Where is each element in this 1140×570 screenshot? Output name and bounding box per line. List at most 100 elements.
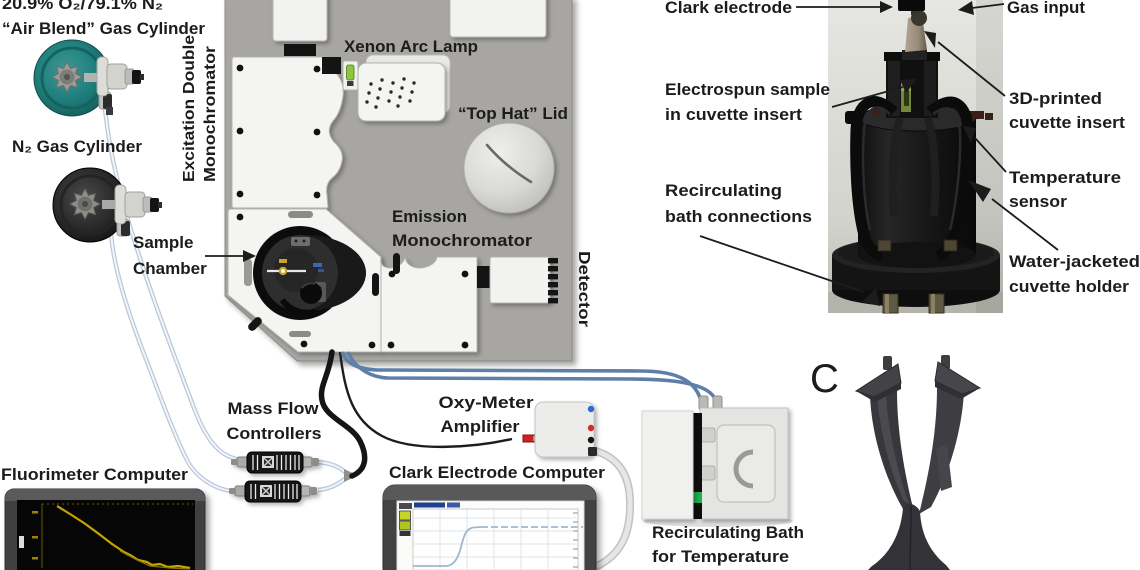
label-bath-line1: Recirculating Bath [652,523,804,542]
amplifier-output-port [588,447,597,456]
lid-slot [485,143,533,184]
entrance-port-box [272,0,328,42]
chamfer-slot [248,317,262,331]
air-blend-gas-cylinder [33,39,144,117]
sample-chamber [253,226,367,320]
arrow-clark-electrode [796,1,893,13]
amplifier-body [534,401,595,458]
emission-slot [393,253,400,274]
label-clark-electrode: Clark electrode [665,0,792,17]
label-sample-chamber-line1: Sample [133,233,193,252]
detector-box [489,256,551,304]
label-water-jacketed-line1: Water-jacketed [1009,252,1140,271]
label-fluorimeter-computer: Fluorimeter Computer [1,465,188,484]
label-mass-flow-line1: Mass Flow [228,399,320,418]
label-emission-line2: Monochromator [392,232,533,250]
emission-monochromator-housing [380,256,478,353]
chamber-clip-right [372,273,379,296]
water-jacket-tubes [340,351,718,402]
lamp-coupler [322,57,341,74]
tube-collar-right [943,239,958,252]
bath-handle [733,449,754,489]
label-oxy-meter-line1: Oxy-Meter [439,393,534,412]
insert-stem [868,503,950,570]
label-panel-c: C [810,357,839,401]
chamber-clip-left [244,259,252,286]
arrow-gas-input [958,1,1005,15]
insert-collar [902,50,927,60]
insert-step-piece [936,444,952,491]
label-clark-computer: Clark Electrode Computer [389,463,605,482]
label-air-blend-line2: “Air Blend” Gas Cylinder [2,19,205,38]
printed-insert-render [854,355,982,570]
bath-front-panel [716,424,776,503]
label-bath-line2: for Temperature [652,547,789,566]
label-emission-line1: Emission [392,208,467,226]
arrow-water-jacketed [968,180,1059,251]
label-water-jacketed-line2: cuvette holder [1009,277,1129,296]
clark-electrode-body [898,0,925,11]
label-top-hat-lid: “Top Hat” Lid [458,105,568,123]
amplifier-port-black [587,436,595,444]
label-electrospun-line2: in cuvette insert [665,105,802,124]
arrow-temperature-sensor [963,126,1007,173]
blended-gas-line [318,349,368,479]
label-sample-chamber-line2: Chamber [133,259,207,278]
detector-coupler [477,266,490,288]
gas-supply-tubes [101,97,348,494]
label-n2-cylinder: N₂ Gas Cylinder [12,137,142,156]
bath-black-strip [692,413,702,519]
label-excitation-line2: Monochromator [202,46,219,182]
xenon-lamp-vent-dots [365,77,416,109]
label-printed-line1: 3D-printed [1009,89,1102,108]
label-recirculating-line2: bath connections [665,207,812,226]
entrance-connector [284,44,316,56]
chamber-clip-top [288,211,313,218]
bath-side-panel [641,410,694,520]
air-blend-regulator [96,56,144,115]
fluorimeter-computer [4,488,206,570]
label-temperature-line2: sensor [1009,192,1067,211]
xenon-lamp-housing [357,62,446,122]
bath-green-led [692,492,702,503]
recirculating-bath [641,395,793,527]
label-oxy-meter-line2: Amplifier [441,417,520,436]
n2-gas-cylinder [52,167,162,243]
label-detector: Detector [575,251,592,327]
label-temperature-line1: Temperature [1009,168,1121,187]
fluorimeter-screen [17,500,195,570]
cuvette-holder-photo [828,0,1003,314]
label-mass-flow-line2: Controllers [227,424,322,443]
label-recirculating-line1: Recirculating [665,181,782,200]
label-gas-input: Gas input [1007,0,1085,17]
chamber-clip-bottom [289,331,311,337]
label-air-blend-line1: 20.9% O₂/79.1% N₂ [2,0,163,13]
oxygen-plot-window [399,502,583,570]
n2-regulator [114,184,162,237]
excitation-monochromator-housing [231,56,344,209]
amplifier-port-blue [587,405,595,413]
fluorimeter-instrument [224,0,573,362]
tube-collar-left [877,239,892,252]
top-right-module [449,0,547,38]
label-excitation-line1: Excitation Double [181,35,198,182]
annotation-arrows [205,1,1059,306]
mass-flow-controllers [229,451,319,503]
arrow-sample-chamber [205,250,256,262]
arrow-bath-connections [699,235,880,306]
fluorescence-decay-trace [32,503,193,570]
detector-fins [548,258,558,304]
label-printed-line2: cuvette insert [1009,113,1125,132]
green-indicator-light [346,64,355,81]
mass-flow-controller-2 [229,480,317,503]
amplifier-port-red [587,424,595,432]
clark-electrode-computer [382,484,597,570]
oxygen-curve-rise [413,526,482,567]
oxy-meter-amplifier [522,401,597,458]
mass-flow-controller-1 [231,451,319,474]
arrow-printed-insert [924,31,1006,97]
clark-signal-cable [338,351,513,449]
